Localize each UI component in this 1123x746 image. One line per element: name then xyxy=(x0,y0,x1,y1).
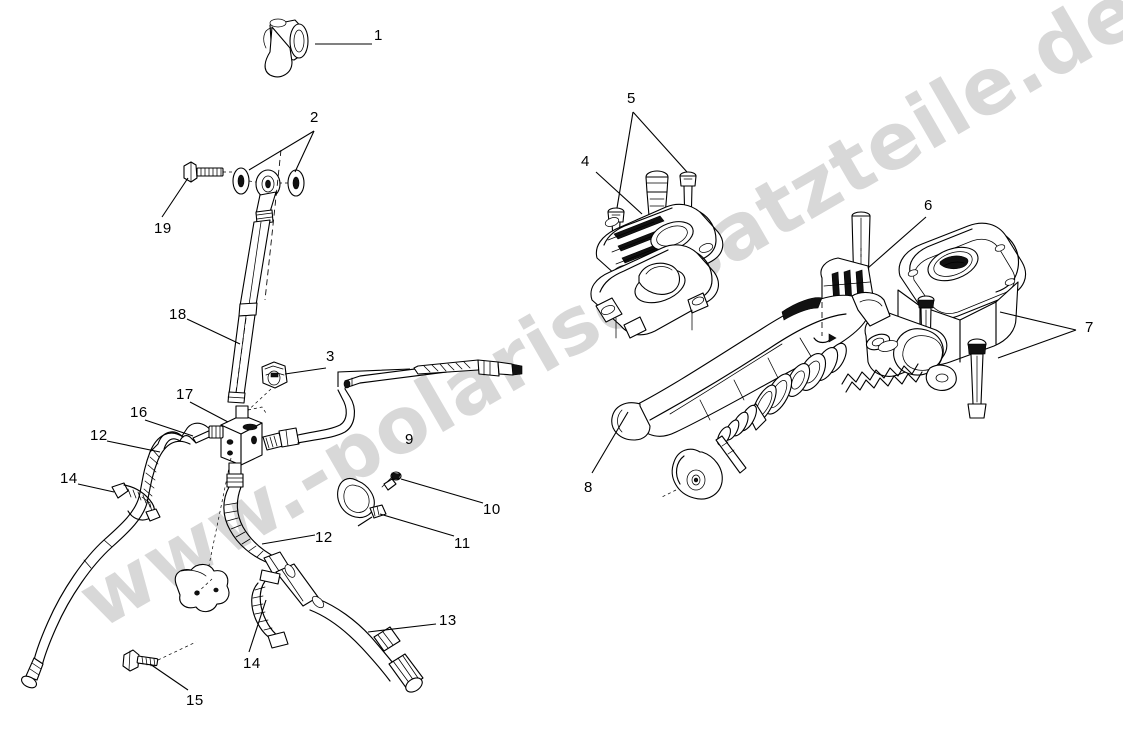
callout-label-1: 1 xyxy=(374,27,383,44)
callout-label-19: 19 xyxy=(154,220,172,237)
callout-label-7: 7 xyxy=(1085,319,1094,336)
callout-label-13: 13 xyxy=(439,612,457,629)
part-hose-clamp-lower xyxy=(251,569,289,649)
part-mounting-bolt xyxy=(122,641,197,672)
callout-label-10: 10 xyxy=(483,501,501,518)
callout-label-17: 17 xyxy=(176,386,194,403)
callout-label-14-left: 14 xyxy=(60,470,78,487)
part-push-rod xyxy=(227,149,282,404)
part-flange-bolt xyxy=(183,161,234,183)
callout-label-8: 8 xyxy=(584,479,593,496)
callout-label-12-lower: 12 xyxy=(315,529,333,546)
callout-label-2: 2 xyxy=(310,109,319,126)
callout-label-16: 16 xyxy=(130,404,148,421)
callout-label-18: 18 xyxy=(169,306,187,323)
part-screw-small xyxy=(381,471,402,491)
callout-label-6: 6 xyxy=(924,197,933,214)
part-bracket-plate xyxy=(174,563,230,613)
part-hose-elbow xyxy=(149,422,224,453)
part-elbow-fitting xyxy=(263,18,309,78)
part-washer-pair xyxy=(232,167,305,197)
callout-label-14-lower: 14 xyxy=(243,655,261,672)
callout-label-11: 11 xyxy=(454,535,471,552)
leader-lines xyxy=(77,43,1077,691)
callout-label-12-upper: 12 xyxy=(90,427,108,444)
part-hose-rear-brake xyxy=(309,595,424,693)
callout-label-4: 4 xyxy=(581,153,590,170)
part-hose-lower xyxy=(223,462,319,607)
callout-label-15: 15 xyxy=(186,692,204,709)
part-hose-clamp-ring xyxy=(337,477,387,527)
part-hose-upper xyxy=(21,432,191,689)
part-piston-assembly xyxy=(659,292,923,500)
part-brake-lever xyxy=(611,291,891,441)
part-junction-block xyxy=(205,405,267,581)
part-brake-line-tube xyxy=(262,359,523,451)
callout-label-9: 9 xyxy=(405,431,414,448)
part-reservoir-body xyxy=(590,244,720,339)
part-hose-clamp-left xyxy=(111,482,161,522)
callout-label-5: 5 xyxy=(627,90,636,107)
callout-label-3: 3 xyxy=(326,348,335,365)
part-hose-fitting-nut xyxy=(242,361,288,416)
